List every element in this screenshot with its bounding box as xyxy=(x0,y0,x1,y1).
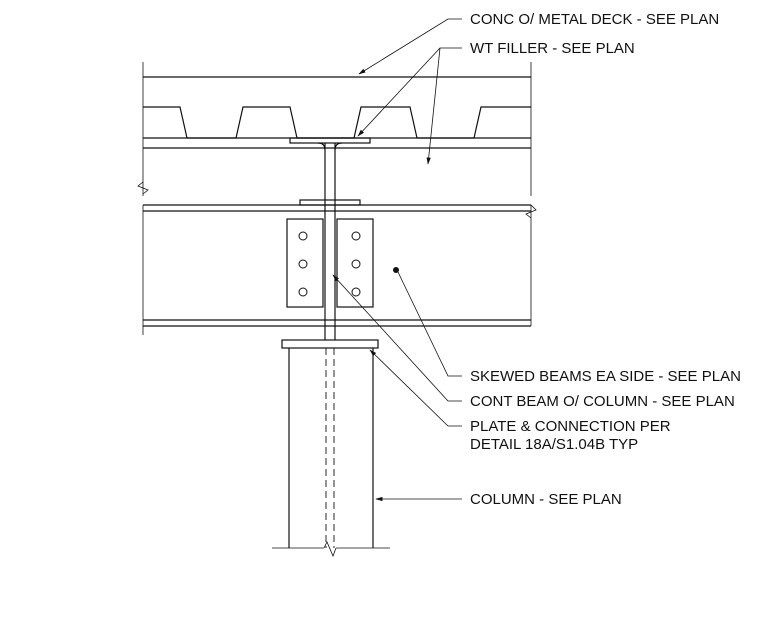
wt-filler xyxy=(143,137,531,200)
bolt xyxy=(298,231,308,241)
bolt xyxy=(351,287,361,297)
skewed-beams-label: SKEWED BEAMS EA SIDE - SEE PLAN xyxy=(470,368,741,385)
cont-beam-label: CONT BEAM O/ COLUMN - SEE PLAN xyxy=(470,393,735,410)
bolt xyxy=(298,259,308,269)
continuous-beam xyxy=(142,199,537,340)
bolt xyxy=(351,259,361,269)
column xyxy=(272,339,390,558)
bolt xyxy=(351,231,361,241)
bolt xyxy=(298,287,308,297)
column-label: COLUMN - SEE PLAN xyxy=(470,491,622,508)
plate-connection-label-line1: PLATE & CONNECTION PER xyxy=(470,418,671,435)
deck-label: CONC O/ METAL DECK - SEE PLAN xyxy=(470,11,719,28)
leader-lines xyxy=(332,18,462,502)
wt-filler-label: WT FILLER - SEE PLAN xyxy=(470,40,635,57)
connection-plates xyxy=(286,218,399,308)
plate-connection-label-line2: DETAIL 18A/S1.04B TYP xyxy=(470,436,638,453)
